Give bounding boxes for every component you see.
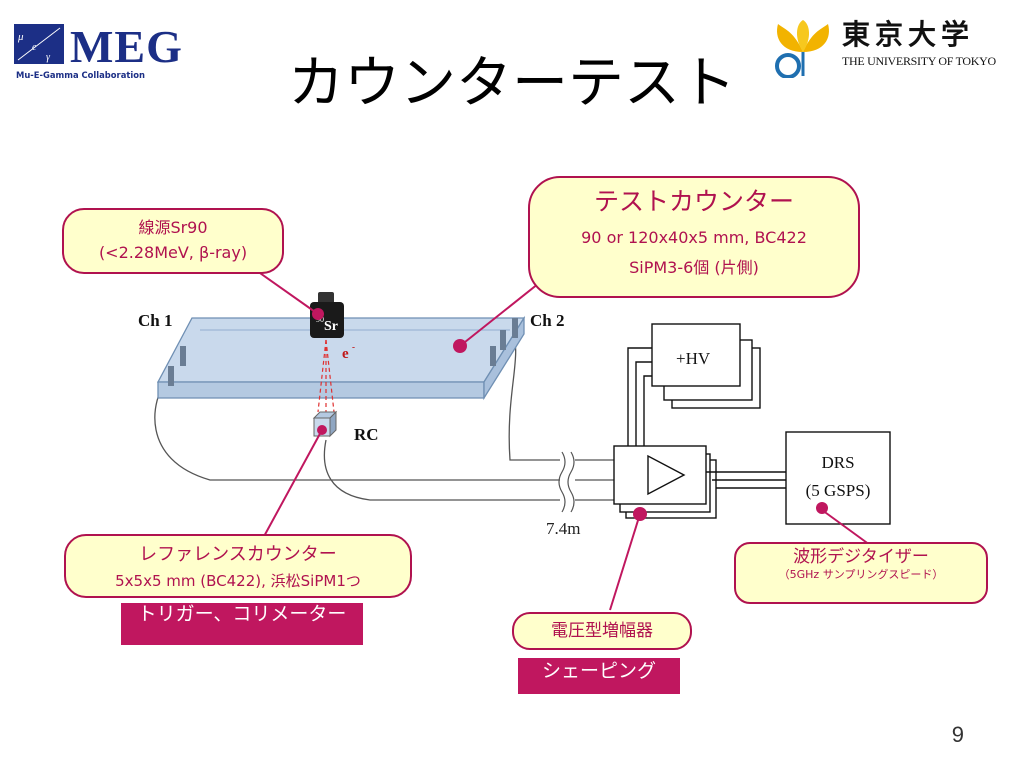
ch1-label: Ch 1 <box>138 311 172 330</box>
reference-counter-title: レファレンスカウンター <box>139 544 337 565</box>
amplifier-title: 電圧型増幅器 <box>551 621 653 641</box>
ginkgo-leaf-icon <box>775 20 829 78</box>
source-symbol: Sr <box>324 319 338 334</box>
meg-logo: μ e γ MEG Mu-E-Gamma Collaboration <box>14 16 194 80</box>
shaping-banner: シェーピング <box>518 658 680 694</box>
svg-text:γ: γ <box>46 52 51 63</box>
meg-logo-subtitle: Mu-E-Gamma Collaboration <box>16 70 145 80</box>
drs-speed-label: (5 GSPS) <box>806 481 871 500</box>
callout-dots <box>312 308 828 521</box>
callout-amplifier: 電圧型増幅器 <box>512 612 692 650</box>
drs-label: DRS <box>821 453 854 472</box>
page-number: 9 <box>951 722 964 747</box>
cable-rc <box>323 439 560 501</box>
callout-source: 線源Sr90 (<2.28MeV, β-ray) <box>62 208 284 274</box>
source-callout-line1: 線源Sr90 <box>138 218 208 237</box>
electron-beam <box>317 339 335 413</box>
drs-digitizer <box>785 431 891 525</box>
callout-reference-counter: レファレンスカウンター 5x5x5 mm (BC422), 浜松SiPM1つ <box>64 534 412 598</box>
reference-counter-spec: 5x5x5 mm (BC422), 浜松SiPM1つ <box>115 572 361 590</box>
callout-digitizer: 波形デジタイザー （5GHz サンプリングスピード） <box>734 542 988 604</box>
ch2-label: Ch 2 <box>530 311 564 330</box>
rc-label: RC <box>354 425 379 444</box>
meg-logo-text: MEG <box>70 21 183 72</box>
source-callout-line2: (<2.28MeV, β-ray) <box>98 243 248 262</box>
meg-emblem-icon: μ e γ <box>14 24 64 64</box>
digitizer-speed: （5GHz サンプリングスピード） <box>778 568 944 581</box>
test-counter-title: テストカウンター <box>593 187 794 216</box>
hv-supply <box>651 323 761 409</box>
test-counter-sipm: SiPM3-6個 (片側) <box>629 258 759 277</box>
digitizer-title: 波形デジタイザー <box>793 547 929 567</box>
electron-charge: - <box>352 342 355 352</box>
trigger-collimator-banner: トリガー、コリメーター <box>121 603 363 645</box>
callout-test-counter: テストカウンター 90 or 120x40x5 mm, BC422 SiPM3-… <box>528 176 860 298</box>
hv-label: +HV <box>676 349 711 368</box>
test-counter-dimensions: 90 or 120x40x5 mm, BC422 <box>581 228 807 247</box>
svg-text:μ: μ <box>17 31 24 43</box>
voltage-amplifier <box>613 445 717 519</box>
slide-title: カウンターテスト <box>288 51 736 116</box>
electron-label: e <box>342 346 349 362</box>
cable-ch2 <box>508 329 560 461</box>
utokyo-kanji: 東京大学 <box>842 18 975 51</box>
utokyo-english: THE UNIVERSITY OF TOKYO <box>842 54 996 68</box>
utokyo-logo: 東京大学 THE UNIVERSITY OF TOKYO <box>772 18 1012 78</box>
cable-length-label: 7.4m <box>546 519 580 538</box>
